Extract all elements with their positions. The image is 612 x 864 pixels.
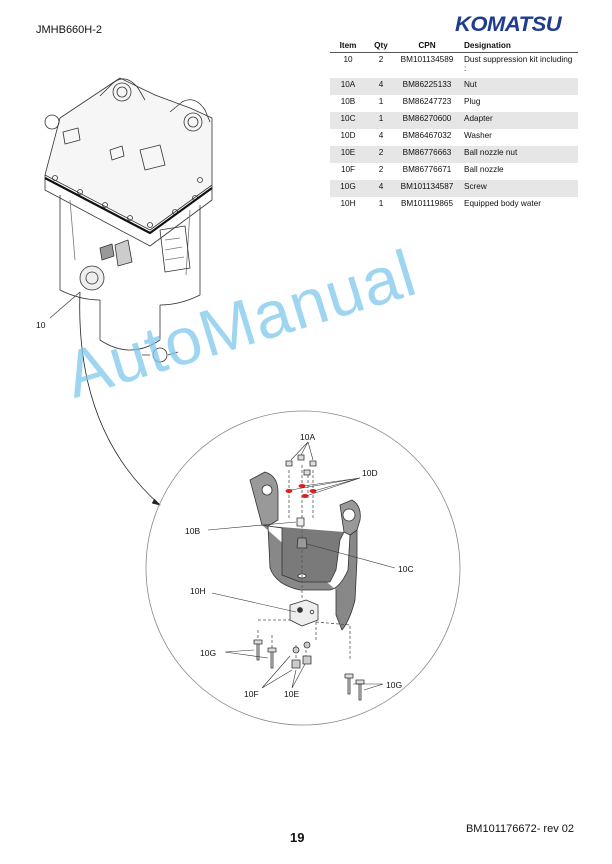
table-header-row: Item Qty CPN Designation [330, 39, 578, 52]
callout-10b: 10B [185, 526, 201, 536]
cell-designation: Screw [458, 180, 578, 197]
cell-cpn: BM86467032 [402, 131, 452, 140]
cell-item: 10B [340, 97, 356, 106]
table-row: 10F 2 BM86776671 Ball nozzle [330, 163, 578, 180]
document-reference: BM101176672- rev 02 [465, 823, 574, 835]
cell-designation: Plug [464, 97, 481, 106]
cell-cpn: BM101119865 [400, 199, 454, 208]
cell-item: 10 [343, 54, 353, 64]
callout-10d: 10D [362, 468, 378, 478]
detail-circle [145, 410, 461, 726]
komatsu-logo: KOMATSU [455, 13, 562, 36]
cell-qty: 4 [366, 78, 396, 95]
cell-cpn: BM86225133 [396, 78, 458, 95]
cell-designation: Adapter [458, 112, 578, 129]
cell-qty: 1 [378, 199, 384, 208]
table-row: 10B 1 BM86247723 Plug [330, 95, 578, 112]
cell-designation: Washer [464, 131, 492, 140]
parts-table: Item Qty CPN Designation 10 2 BM10113458… [330, 39, 578, 214]
callout-10g-left: 10G [200, 648, 217, 658]
callout-10: 10 [36, 320, 46, 330]
table-row: 10A 4 BM86225133 Nut [330, 78, 578, 95]
cell-cpn: BM86270600 [396, 112, 458, 129]
cell-designation: Ball nozzle nut [458, 146, 578, 163]
cell-cpn: BM86247723 [402, 97, 452, 106]
hammer-mounting-bracket [44, 77, 213, 363]
cell-item: 10A [330, 78, 366, 95]
washers-10d [285, 483, 317, 498]
cell-designation: Equipped body water [464, 199, 541, 208]
cell-item: 10H [340, 199, 356, 208]
table-row: 10D 4 BM86467032 Washer [330, 129, 578, 146]
cell-item: 10C [330, 112, 366, 129]
column-header-designation: Designation [464, 40, 511, 50]
callout-10f: 10F [244, 689, 259, 699]
cell-qty: 4 [366, 180, 396, 197]
callout-10c: 10C [398, 564, 414, 574]
cell-cpn: BM86776671 [402, 165, 452, 174]
cell-qty: 4 [378, 131, 384, 140]
column-header-qty: Qty [374, 40, 388, 50]
table-row: 10H 1 BM101119865 Equipped body water [330, 197, 578, 214]
ball-nozzles [291, 641, 312, 669]
callout-10e: 10E [284, 689, 300, 699]
nozzle-support-bracket [249, 471, 361, 631]
cell-qty: 2 [378, 165, 384, 174]
adapter-10c [296, 537, 308, 549]
cell-cpn: BM101134589 [400, 54, 454, 64]
cell-qty: 1 [378, 97, 384, 106]
cell-designation: Dust suppression kit including : [464, 54, 573, 73]
table-row: 10G 4 BM101134587 Screw [330, 180, 578, 197]
callout-10h: 10H [190, 586, 206, 596]
nuts-10a [285, 454, 317, 476]
cell-item: 10G [330, 180, 366, 197]
cell-item: 10D [340, 131, 356, 140]
water-body-10h [289, 599, 319, 627]
callout-10a: 10A [300, 432, 316, 442]
document-code: JMHB660H-2 [36, 24, 103, 36]
cell-designation: Nut [458, 78, 578, 95]
table-row: 10E 2 BM86776663 Ball nozzle nut [330, 146, 578, 163]
screws-10g [253, 639, 365, 701]
cell-item: 10F [340, 165, 356, 174]
column-header-cpn: CPN [418, 40, 436, 50]
cell-cpn: BM86776663 [396, 146, 458, 163]
column-header-item: Item [339, 40, 357, 50]
cell-designation: Ball nozzle [464, 165, 504, 174]
table-row: 10 2 BM101134589 Dust suppression kit in… [330, 52, 578, 78]
cell-qty: 1 [366, 112, 396, 129]
table-row: 10C 1 BM86270600 Adapter [330, 112, 578, 129]
plug-10b [296, 517, 305, 527]
cell-item: 10E [330, 146, 366, 163]
cell-cpn: BM101134587 [396, 180, 458, 197]
page-number: 19 [290, 830, 305, 845]
callout-10g-right: 10G [386, 680, 403, 690]
callout-leaders [207, 441, 396, 691]
cell-qty: 2 [378, 54, 384, 64]
cell-qty: 2 [366, 146, 396, 163]
